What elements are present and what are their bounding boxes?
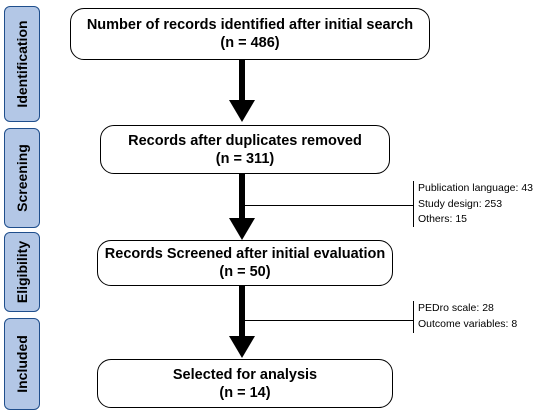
arrow-3-head [229, 336, 255, 358]
exclusion-1-bracket [413, 181, 414, 227]
exclusion-2-connector [245, 320, 413, 321]
box-identified-title: Number of records identified after initi… [86, 17, 414, 33]
arrow-1-head [229, 100, 255, 122]
box-selected: Selected for analysis (n = 14) [97, 359, 393, 408]
box-duplicates-removed: Records after duplicates removed (n = 31… [100, 125, 390, 174]
box-screened-title: Records Screened after initial evaluatio… [104, 246, 386, 262]
exclusion-1-item-0: Publication language: 43 [418, 182, 534, 194]
exclusion-1-item-2: Others: 15 [418, 213, 468, 225]
arrow-3-shaft [239, 286, 245, 336]
exclusion-2-bracket [413, 301, 414, 333]
stage-label-identification: Identification [4, 6, 40, 122]
stage-label-eligibility: Eligibility [4, 232, 40, 312]
box-selected-count: (n = 14) [219, 384, 271, 401]
stage-label-included: Included [4, 318, 40, 410]
box-identified-count: (n = 486) [220, 35, 280, 51]
exclusion-2-item-1: Outcome variables: 8 [418, 318, 518, 330]
arrow-2-head [229, 218, 255, 240]
box-duplicates-count: (n = 311) [215, 150, 275, 167]
box-identified: Number of records identified after initi… [70, 8, 430, 60]
exclusion-1-item-1: Study design: 253 [418, 198, 503, 210]
exclusion-1-connector [245, 205, 413, 206]
exclusion-2-item-0: PEDro scale: 28 [418, 302, 494, 314]
box-screened: Records Screened after initial evaluatio… [97, 240, 393, 286]
box-duplicates-title: Records after duplicates removed [128, 132, 362, 149]
box-selected-title: Selected for analysis [172, 366, 318, 383]
arrow-2-shaft [239, 174, 245, 218]
arrow-1-shaft [239, 60, 245, 100]
box-screened-count: (n = 50) [219, 264, 271, 280]
stage-label-screening: Screening [4, 128, 40, 228]
